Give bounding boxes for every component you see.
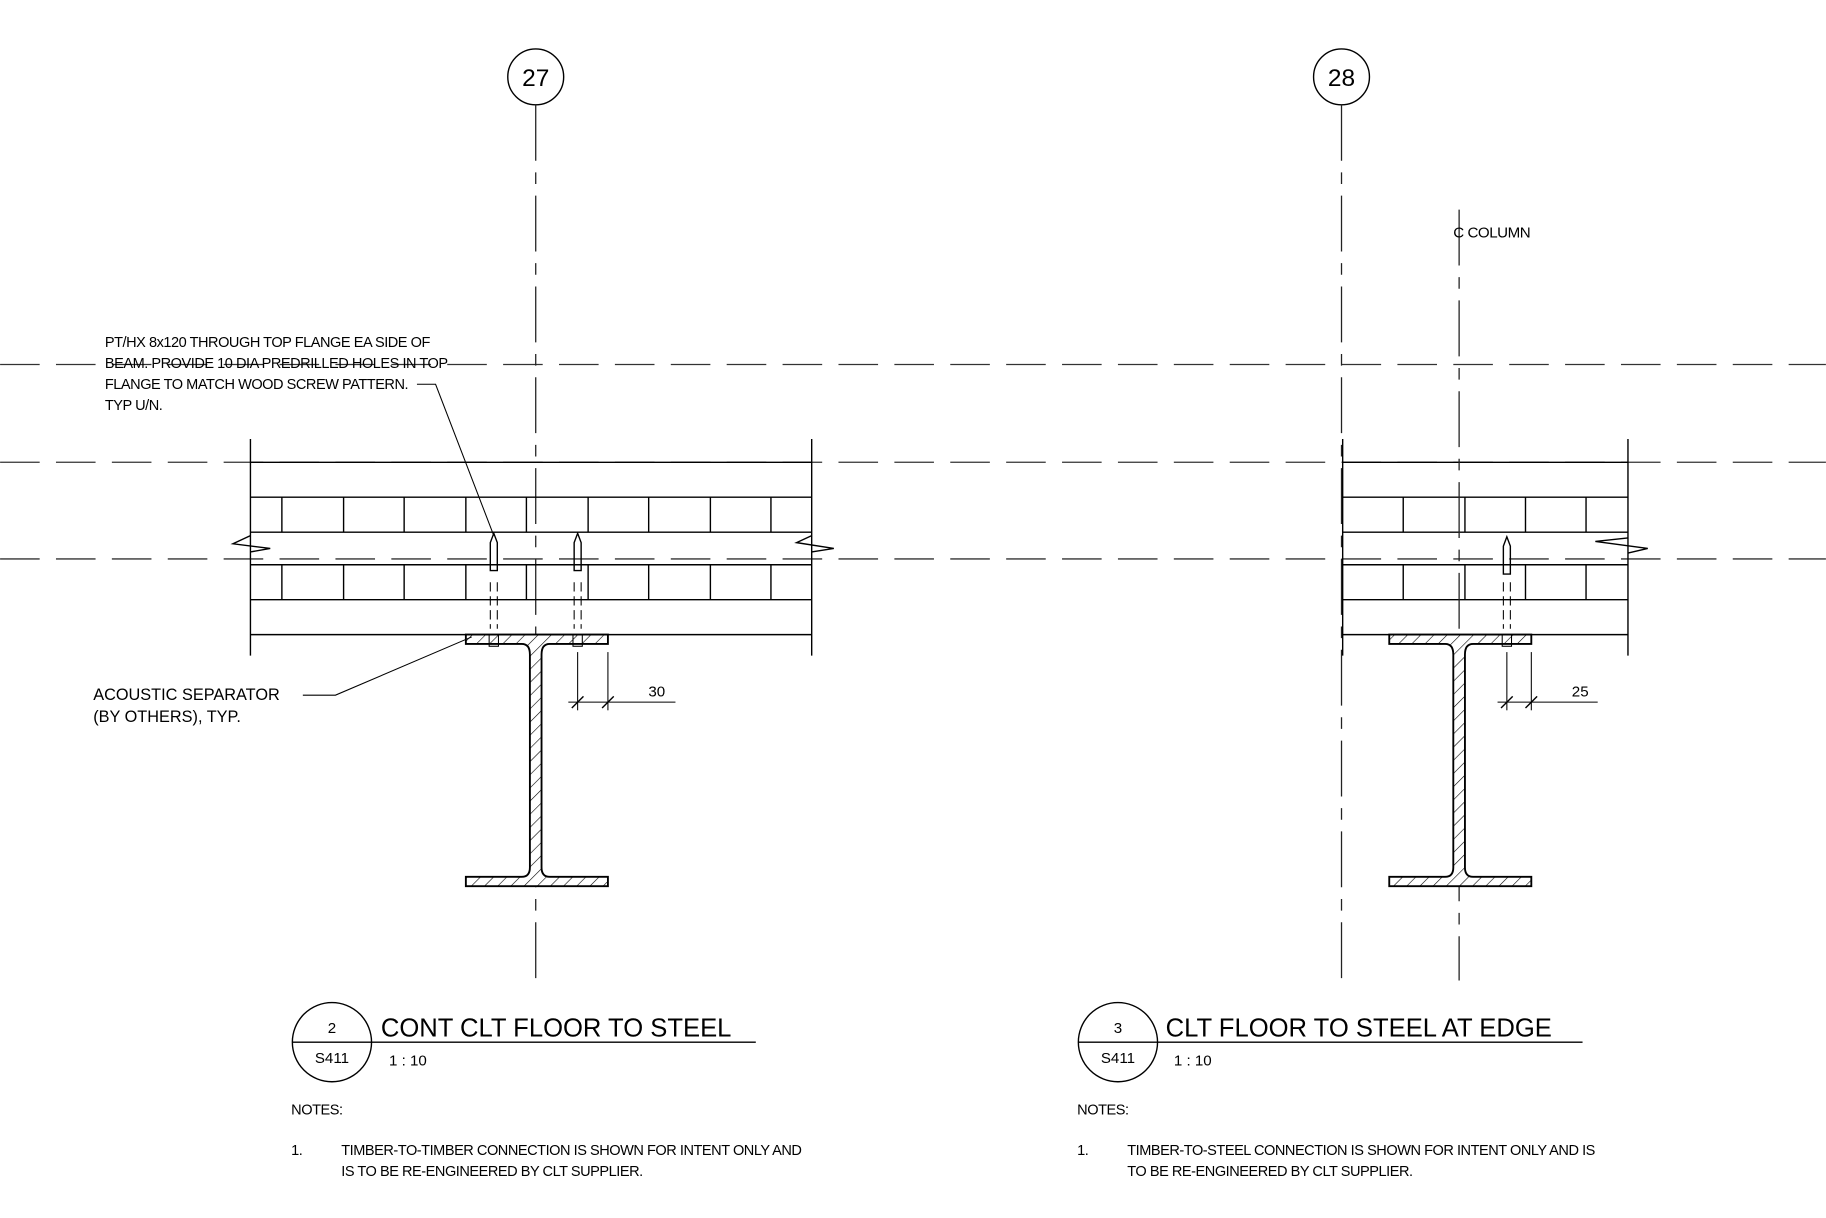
svg-text:3: 3 bbox=[1114, 1020, 1122, 1037]
screws-left bbox=[488, 531, 583, 647]
svg-text:TIMBER-TO-STEEL CONNECTION IS: TIMBER-TO-STEEL CONNECTION IS SHOWN FOR … bbox=[1127, 1143, 1595, 1159]
grid-bubble-28: 28 bbox=[1312, 48, 1371, 981]
svg-text:1 : 10: 1 : 10 bbox=[389, 1052, 427, 1069]
svg-text:1 : 10: 1 : 10 bbox=[1174, 1052, 1212, 1069]
detail-title-2: 2 S411 CONT CLT FLOOR TO STEEL 1 : 10 NO… bbox=[291, 1001, 802, 1180]
svg-text:IS TO BE RE-ENGINEERED BY CLT: IS TO BE RE-ENGINEERED BY CLT SUPPLIER. bbox=[341, 1164, 642, 1180]
svg-text:ACOUSTIC SEPARATOR: ACOUSTIC SEPARATOR bbox=[93, 686, 280, 704]
dimension-left: 30 bbox=[568, 652, 676, 711]
svg-text:S411: S411 bbox=[315, 1050, 349, 1067]
steel-beam-right bbox=[1388, 633, 1533, 888]
dimension-right: 25 bbox=[1497, 652, 1598, 711]
svg-text:TO BE RE-ENGINEERED BY CLT SUP: TO BE RE-ENGINEERED BY CLT SUPPLIER. bbox=[1127, 1164, 1412, 1180]
svg-text:TYP U/N.: TYP U/N. bbox=[105, 398, 162, 414]
clt-panel-left bbox=[230, 438, 834, 656]
screw-right bbox=[1501, 534, 1513, 647]
svg-text:28: 28 bbox=[1328, 65, 1355, 92]
svg-text:NOTES:: NOTES: bbox=[291, 1102, 342, 1118]
svg-text:TIMBER-TO-TIMBER CONNECTION IS: TIMBER-TO-TIMBER CONNECTION IS SHOWN FOR… bbox=[341, 1143, 801, 1159]
clt-panel-right: C COLUMN bbox=[1341, 209, 1648, 981]
svg-text:27: 27 bbox=[522, 65, 549, 92]
detail-title-3: 3 S411 CLT FLOOR TO STEEL AT EDGE 1 : 10… bbox=[1077, 1001, 1596, 1180]
svg-text:S411: S411 bbox=[1101, 1050, 1135, 1067]
svg-text:C COLUMN: C COLUMN bbox=[1453, 225, 1530, 242]
svg-text:2: 2 bbox=[328, 1020, 336, 1037]
svg-text:1.: 1. bbox=[1077, 1143, 1088, 1159]
svg-text:(BY OTHERS), TYP.: (BY OTHERS), TYP. bbox=[93, 708, 241, 726]
screw-callout: PT/HX 8x120 THROUGH TOP FLANGE EA SIDE O… bbox=[105, 335, 495, 536]
svg-text:FLANGE TO MATCH WOOD SCREW PAT: FLANGE TO MATCH WOOD SCREW PATTERN. bbox=[105, 377, 408, 393]
svg-text:NOTES:: NOTES: bbox=[1077, 1102, 1128, 1118]
separator-callout: ACOUSTIC SEPARATOR (BY OTHERS), TYP. bbox=[93, 636, 472, 726]
svg-text:BEAM. PROVIDE 10 DIA PREDRILLE: BEAM. PROVIDE 10 DIA PREDRILLED HOLES IN… bbox=[105, 356, 448, 372]
svg-text:CLT FLOOR TO STEEL AT EDGE: CLT FLOOR TO STEEL AT EDGE bbox=[1166, 1014, 1552, 1042]
svg-text:25: 25 bbox=[1572, 683, 1589, 700]
svg-text:CONT CLT FLOOR TO STEEL: CONT CLT FLOOR TO STEEL bbox=[381, 1014, 732, 1042]
steel-beam-left bbox=[464, 633, 609, 888]
svg-text:1.: 1. bbox=[291, 1143, 302, 1159]
svg-text:30: 30 bbox=[648, 683, 665, 700]
svg-text:PT/HX 8x120 THROUGH TOP FLANGE: PT/HX 8x120 THROUGH TOP FLANGE EA SIDE O… bbox=[105, 335, 431, 351]
